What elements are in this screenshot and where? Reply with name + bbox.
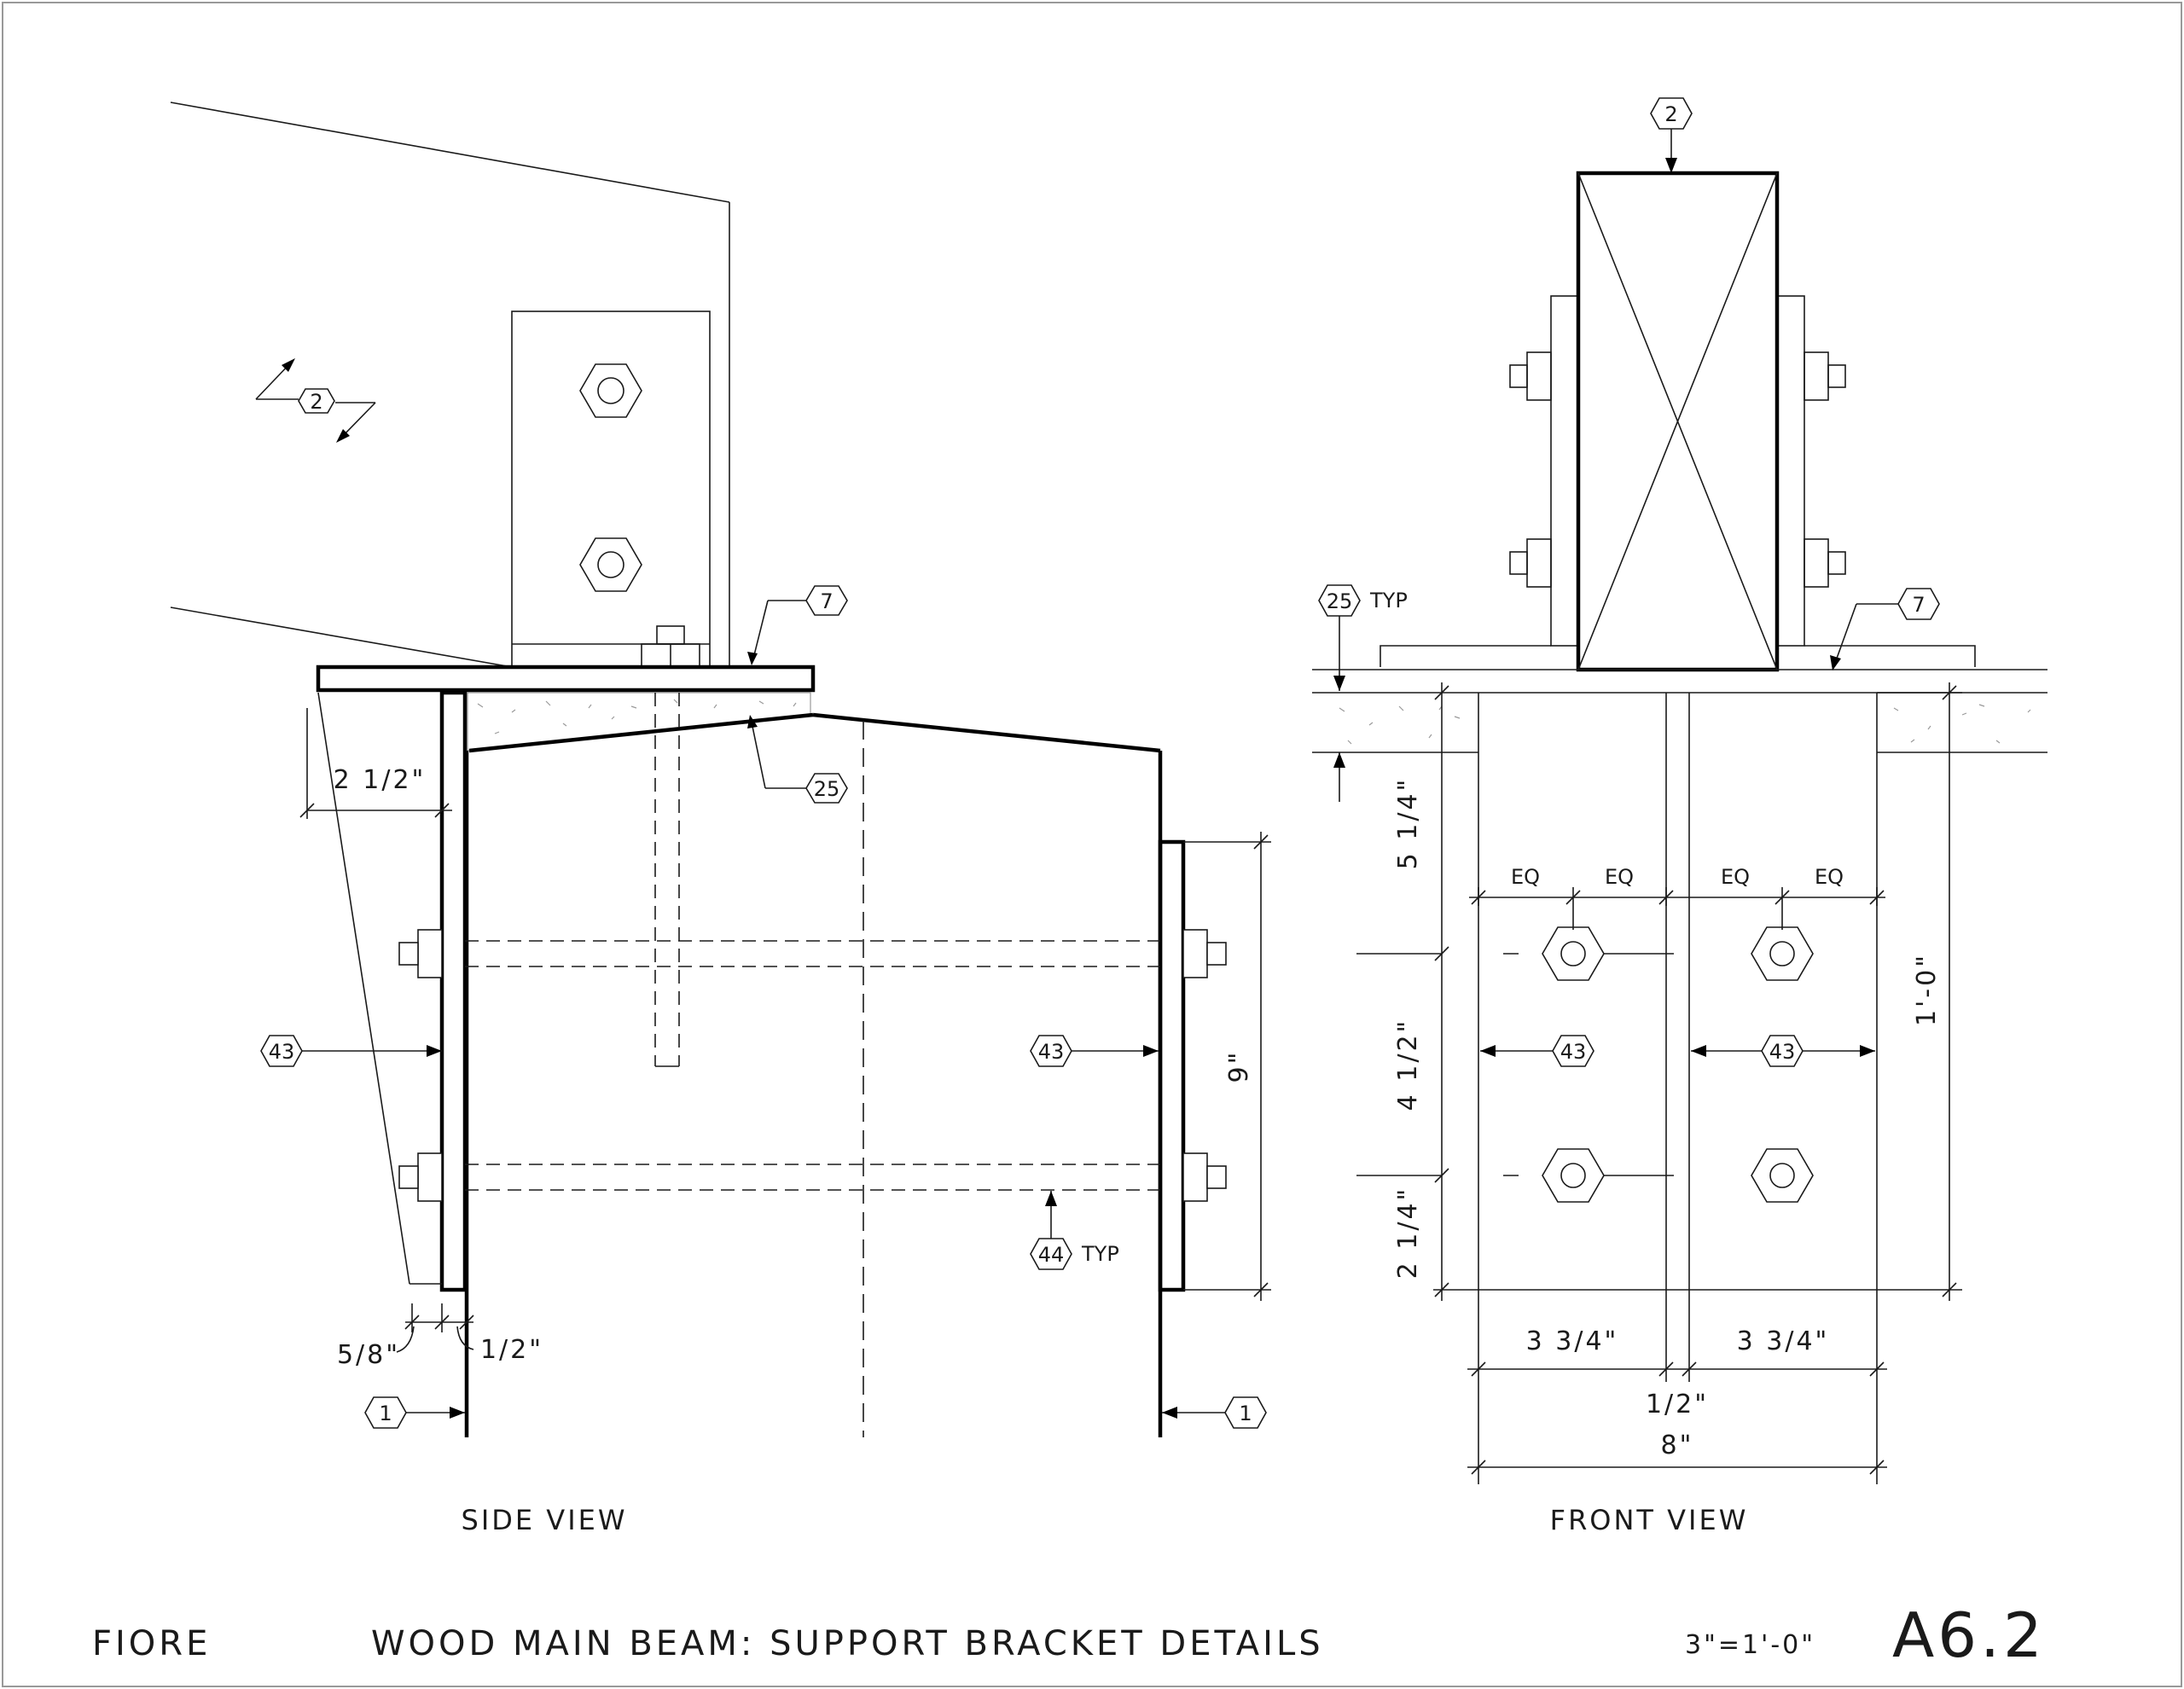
tag-25-front: 25 bbox=[1327, 589, 1353, 613]
section-cut-marker: 2 bbox=[255, 358, 376, 443]
title-block: FIORE WOOD MAIN BEAM: SUPPORT BRACKET DE… bbox=[92, 1599, 2046, 1671]
hex-bolt-icon bbox=[1542, 926, 1605, 981]
front-view: 2 25 TYP bbox=[1312, 97, 2048, 1536]
dim-5-1-4-front: 5 1/4" bbox=[1393, 777, 1423, 870]
hex-bolt-icon bbox=[1751, 926, 1814, 981]
hex-bolt-icon bbox=[1542, 1148, 1605, 1203]
drawing-title: WOOD MAIN BEAM: SUPPORT BRACKET DETAILS bbox=[371, 1624, 1324, 1663]
hex-bolt-icon bbox=[579, 537, 642, 592]
dim-1-2-front: 1/2" bbox=[1646, 1390, 1709, 1419]
dim-3-3-4-b-front: 3 3/4" bbox=[1737, 1326, 1830, 1356]
tag-1-side-left: 1 bbox=[379, 1402, 392, 1425]
tag-25-side: 25 bbox=[814, 777, 840, 801]
tag-2-side: 2 bbox=[310, 390, 322, 414]
dim-3-3-4-a-front: 3 3/4" bbox=[1526, 1326, 1619, 1356]
tag-7-side: 7 bbox=[820, 589, 833, 613]
dim-eq-4: EQ bbox=[1815, 865, 1844, 889]
hex-bolt-icon bbox=[1751, 1148, 1814, 1203]
tag-43-side-right: 43 bbox=[1038, 1040, 1065, 1064]
sheet-number: A6.2 bbox=[1892, 1599, 2046, 1671]
dim-2-1-4-front: 2 1/4" bbox=[1393, 1187, 1423, 1280]
drawing-scale: 3"=1'-0" bbox=[1685, 1630, 1815, 1660]
front-view-label: FRONT VIEW bbox=[1550, 1504, 1749, 1536]
dim-8-front: 8" bbox=[1661, 1431, 1694, 1460]
dim-eq-3: EQ bbox=[1721, 865, 1750, 889]
dim-1-2-side: 1/2" bbox=[480, 1335, 543, 1365]
project-name: FIORE bbox=[92, 1624, 211, 1663]
dim-4-1-2-front: 4 1/2" bbox=[1393, 1019, 1423, 1111]
side-view: 2 7 25 2 1/2" 43 43 44 TYP bbox=[170, 102, 1271, 1536]
side-view-label: SIDE VIEW bbox=[462, 1504, 628, 1536]
tag-44-side: 44 bbox=[1038, 1243, 1065, 1267]
dim-2-1-2-side: 2 1/2" bbox=[334, 765, 427, 795]
dim-5-8-side: 5/8" bbox=[337, 1340, 400, 1370]
typ-label-25: TYP bbox=[1369, 589, 1408, 612]
tag-2-front: 2 bbox=[1664, 102, 1677, 126]
hex-bolt-icon bbox=[579, 363, 642, 418]
tag-1-side-right: 1 bbox=[1239, 1402, 1252, 1425]
typ-label-44: TYP bbox=[1081, 1242, 1119, 1266]
dim-1-0-front: 1'-0" bbox=[1912, 953, 1942, 1026]
dim-eq-2: EQ bbox=[1605, 865, 1634, 889]
tag-43-front-left: 43 bbox=[1560, 1040, 1587, 1064]
tag-7-front: 7 bbox=[1912, 593, 1925, 617]
tag-43-front-mid: 43 bbox=[1769, 1040, 1796, 1064]
dim-eq-1: EQ bbox=[1511, 865, 1540, 889]
tag-43-side-left: 43 bbox=[269, 1040, 295, 1064]
dim-9-side: 9" bbox=[1224, 1050, 1254, 1083]
